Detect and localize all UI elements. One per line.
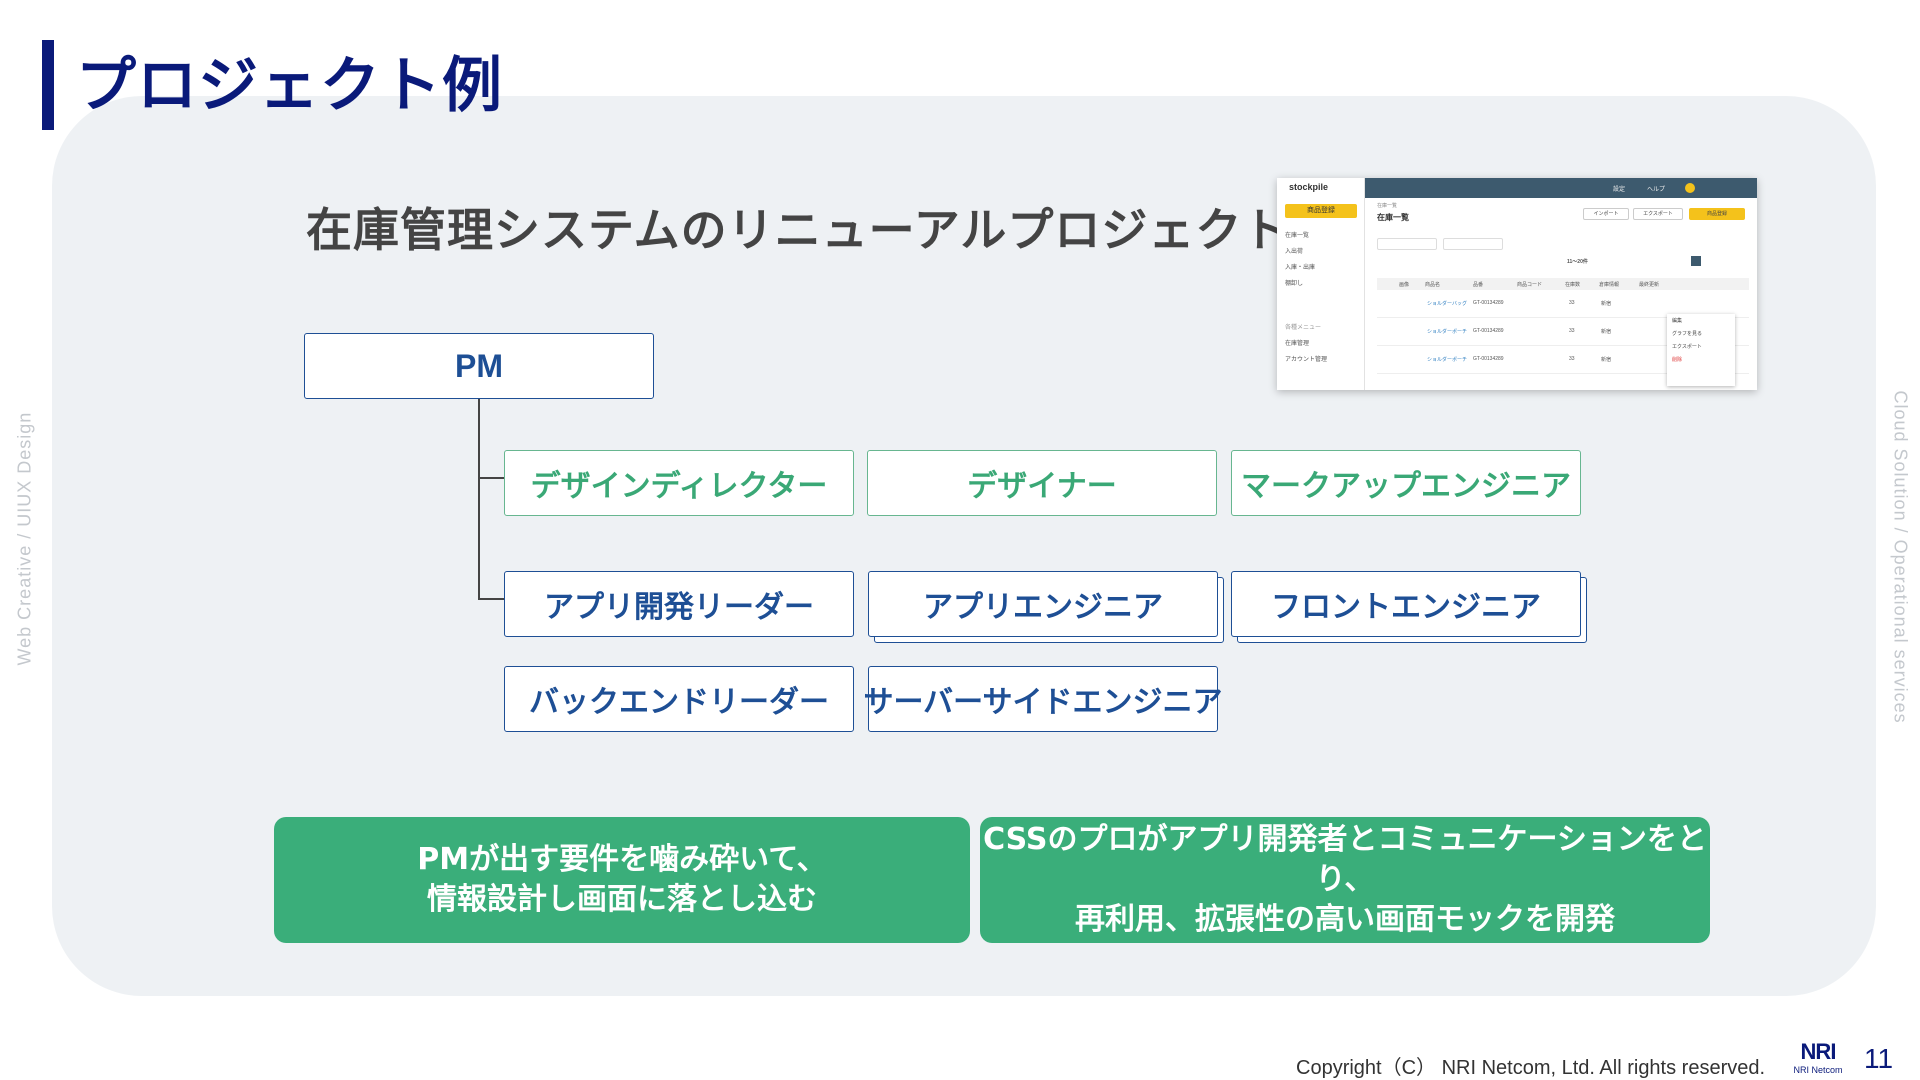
app-export-button: エクスポート xyxy=(1633,208,1683,220)
callout-designer-line2: 情報設計し画面に落とし込む xyxy=(427,882,817,917)
role-front-engineer: フロントエンジニア xyxy=(1231,571,1581,637)
app-col-header: 画像 xyxy=(1399,282,1410,288)
app-nav-item: 入庫・出庫 xyxy=(1285,265,1316,271)
app-sidebar: stockpile 商品登録 在庫一覧 入出荷 入庫・出庫 棚卸し 各種メニュー… xyxy=(1277,178,1365,390)
role-design-director: デザインディレクター xyxy=(504,450,854,516)
app-filter xyxy=(1443,238,1503,250)
app-menu-item: グラフを見る xyxy=(1672,331,1703,337)
app-menu-item: 編集 xyxy=(1672,318,1683,324)
app-nav-item: アカウント管理 xyxy=(1285,357,1328,363)
app-cell-name: ショルダーバッグ xyxy=(1427,301,1467,307)
app-menu-item: エクスポート xyxy=(1672,344,1702,350)
nri-logo-text: NRI xyxy=(1800,1039,1837,1064)
app-cell-wh: 新宿 xyxy=(1601,357,1612,363)
app-cell-wh: 新宿 xyxy=(1601,329,1612,335)
avatar xyxy=(1685,183,1695,193)
nri-logo: NRI NRI Netcom xyxy=(1785,1040,1851,1080)
role-markup-engineer: マークアップエンジニア xyxy=(1231,450,1581,516)
callout-markup-line1: CSSのプロがアプリ開発者とコミュニケーションをとり、 xyxy=(983,822,1707,897)
title-accent-bar xyxy=(42,40,54,130)
app-menu-item: 削除 xyxy=(1672,357,1683,363)
app-top-help: ヘルプ xyxy=(1647,187,1666,193)
app-screenshot: stockpile 商品登録 在庫一覧 入出荷 入庫・出庫 棚卸し 各種メニュー… xyxy=(1277,178,1757,390)
table-row: ショルダーポーチ GT-00134289 33 新宿 xyxy=(1377,348,1749,374)
app-cell-code: GT-00134289 xyxy=(1473,356,1504,362)
page-number: 11 xyxy=(1864,1043,1894,1074)
nri-logo-sub: NRI Netcom xyxy=(1793,1065,1843,1075)
role-app-lead: アプリ開発リーダー xyxy=(504,571,854,637)
app-page-heading: 在庫一覧 xyxy=(1377,213,1409,222)
callout-designer: PMが出す要件を噛み砕いて、 情報設計し画面に落とし込む xyxy=(274,817,970,943)
app-context-menu: 編集 グラフを見る エクスポート 削除 xyxy=(1667,314,1735,386)
callout-designer-line1: PMが出す要件を噛み砕いて、 xyxy=(417,842,827,877)
side-label-right: Cloud Solution / Operational services xyxy=(1890,390,1911,724)
callout-markup: CSSのプロがアプリ開発者とコミュニケーションをとり、 再利用、拡張性の高い画面… xyxy=(980,817,1710,943)
app-table-header: 画像 商品名 品番 商品コード 在庫数 倉庫情報 最終更新 xyxy=(1377,278,1749,290)
role-server-engineer: サーバーサイドエンジニア xyxy=(863,666,1223,732)
app-col-header: 在庫数 xyxy=(1565,282,1581,288)
role-app-engineer: アプリエンジニア xyxy=(868,571,1218,637)
connector-design xyxy=(478,477,504,479)
app-logo: stockpile xyxy=(1289,182,1329,192)
role-designer: デザイナー xyxy=(867,450,1217,516)
app-nav-item: 在庫管理 xyxy=(1285,341,1310,347)
app-nav-item: 棚卸し xyxy=(1285,281,1304,287)
app-cell-name: ショルダーポーチ xyxy=(1427,357,1468,363)
app-nav-item: 入出荷 xyxy=(1285,249,1304,255)
table-row: ショルダーバッグ GT-00134289 33 新宿 xyxy=(1377,292,1749,318)
pm-box: PM xyxy=(304,333,654,399)
app-cell-code: GT-00134289 xyxy=(1473,300,1504,306)
app-pagination xyxy=(1649,256,1749,266)
side-label-left-container: Web Creative / UIUX Design xyxy=(0,412,50,670)
side-label-left: Web Creative / UIUX Design xyxy=(14,411,35,666)
app-cell-qty: 33 xyxy=(1569,300,1575,306)
app-cell-wh: 新宿 xyxy=(1601,301,1612,307)
app-col-header: 商品名 xyxy=(1425,282,1441,288)
app-cell-code: GT-00134289 xyxy=(1473,328,1504,334)
table-row: ショルダーポーチ GT-00134289 33 新宿 xyxy=(1377,320,1749,346)
role-backend-lead: バックエンドリーダー xyxy=(504,666,854,732)
app-col-header: 商品コード xyxy=(1517,282,1543,288)
callout-markup-line2: 再利用、拡張性の高い画面モックを開発 xyxy=(1075,902,1615,937)
connector-dev xyxy=(478,598,504,600)
app-breadcrumb: 在庫一覧 xyxy=(1377,203,1398,209)
app-col-header: 最終更新 xyxy=(1639,282,1660,288)
app-top-settings: 設定 xyxy=(1613,187,1626,193)
page-title: プロジェクト例 xyxy=(76,51,503,121)
app-col-header: 品番 xyxy=(1473,282,1484,288)
app-cell-name: ショルダーポーチ xyxy=(1427,329,1468,335)
app-paging: 11～20件 xyxy=(1567,259,1588,265)
app-cell-qty: 33 xyxy=(1569,328,1575,334)
app-cell-qty: 33 xyxy=(1569,356,1575,362)
app-register-button: 商品登録 xyxy=(1285,204,1357,218)
app-topbar: 設定 ヘルプ xyxy=(1365,178,1757,198)
side-label-right-container: Cloud Solution / Operational services xyxy=(1880,390,1920,724)
app-nav-section: 各種メニュー xyxy=(1285,325,1322,331)
app-nav-item: 在庫一覧 xyxy=(1285,233,1310,239)
app-import-button: インポート xyxy=(1583,208,1629,220)
app-col-header: 倉庫情報 xyxy=(1599,282,1620,288)
copyright: Copyright（C） NRI Netcom, Ltd. All rights… xyxy=(1296,1057,1766,1079)
app-add-button: 商品登録 xyxy=(1689,208,1745,220)
project-title: 在庫管理システムのリニューアルプロジェクト xyxy=(306,203,1290,257)
app-search xyxy=(1377,238,1437,250)
connector-vertical xyxy=(478,399,480,599)
